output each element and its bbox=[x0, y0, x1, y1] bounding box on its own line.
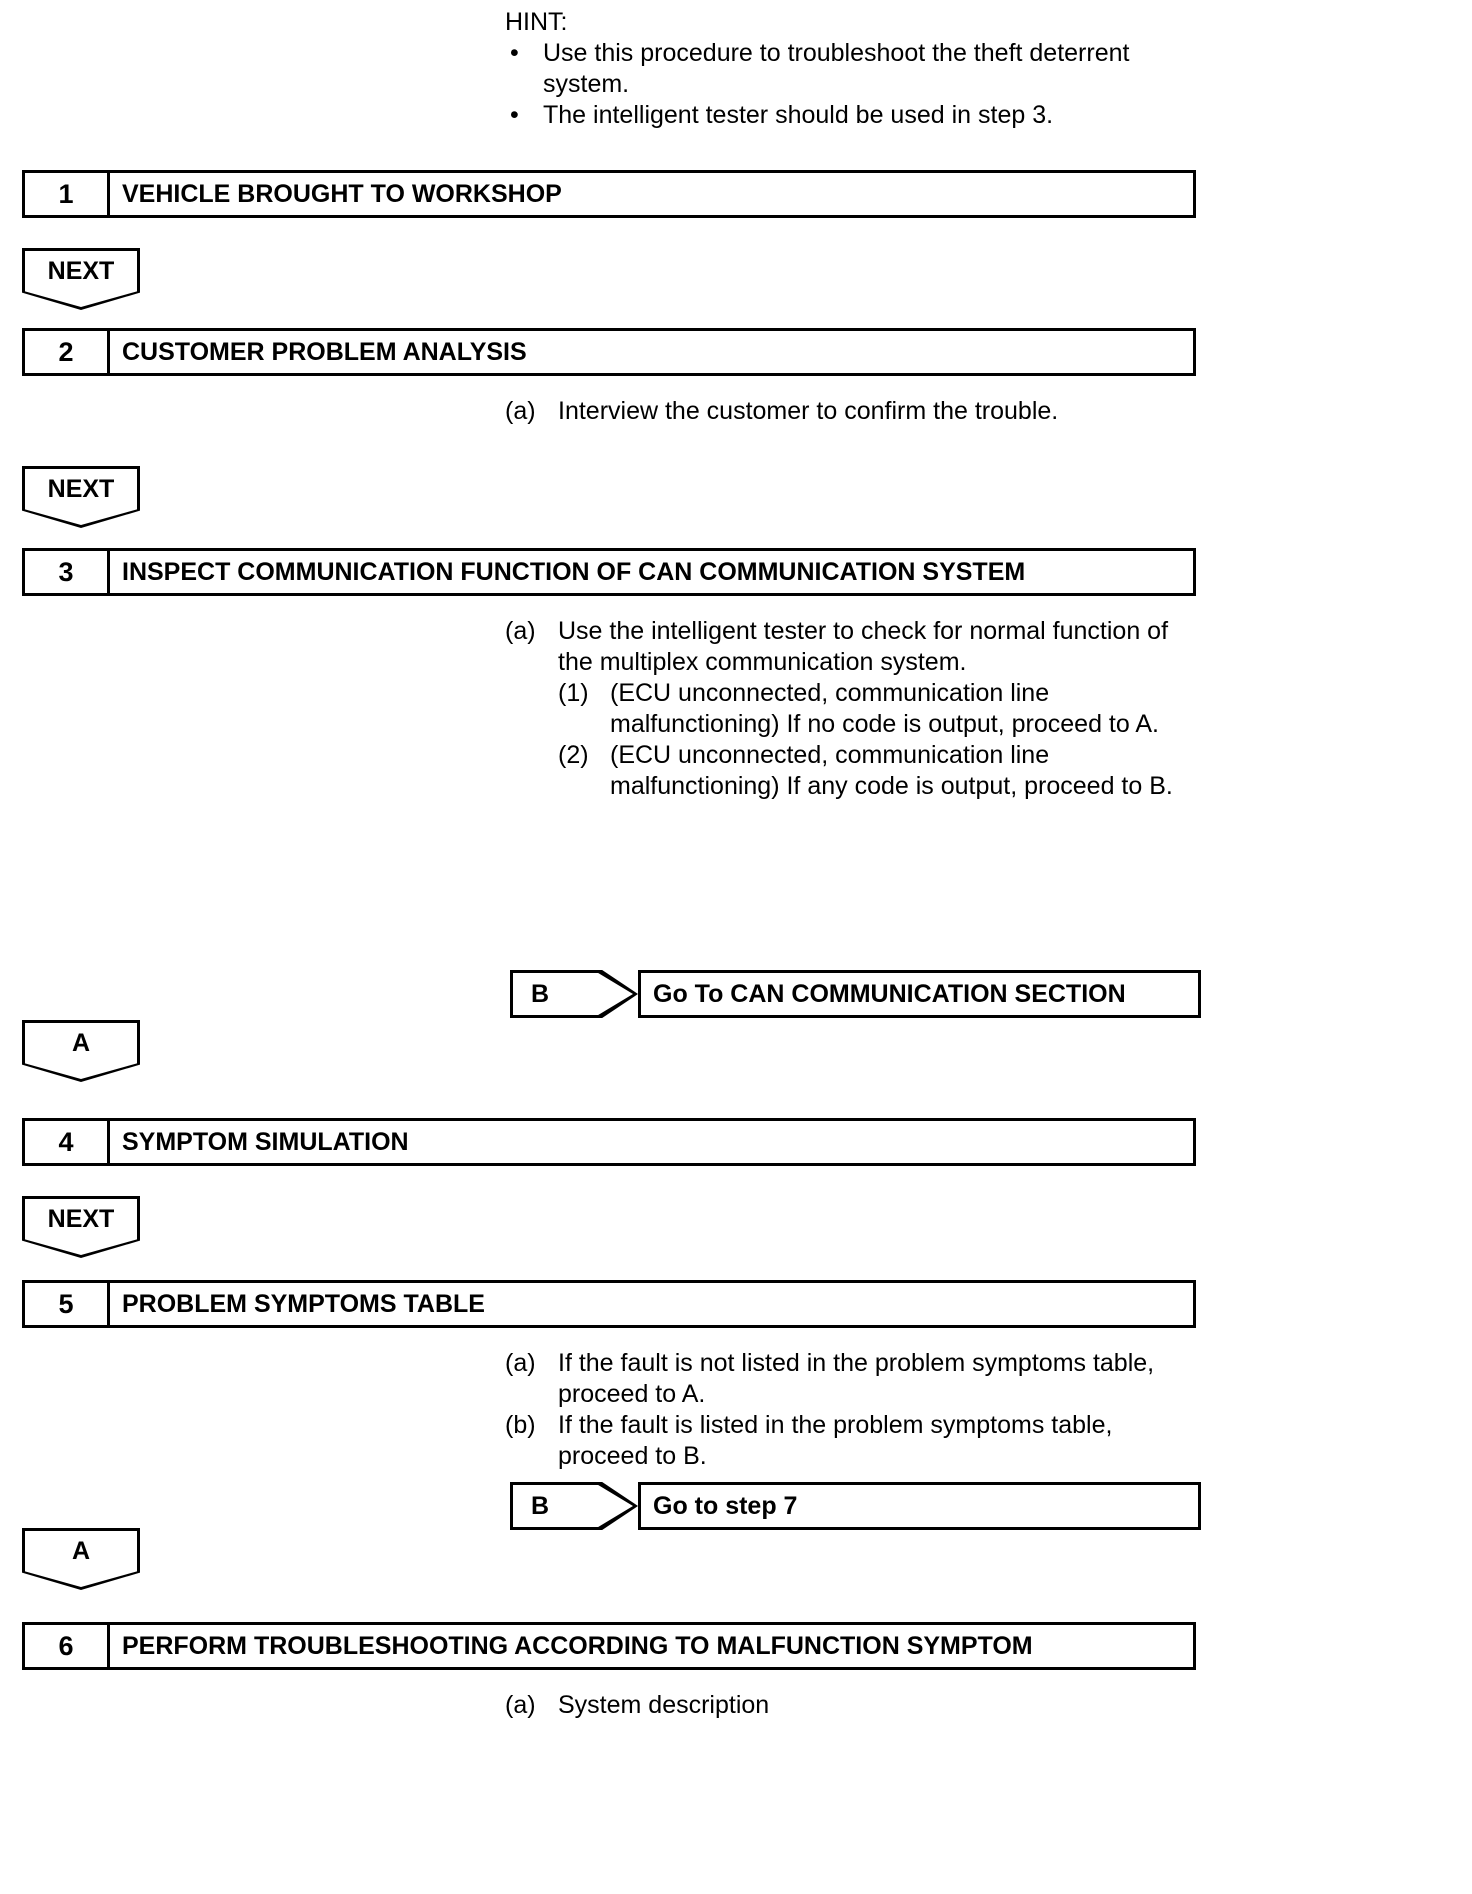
branch-b-step5: B Go to step 7 bbox=[510, 1482, 1201, 1530]
detail-text: Use the intelligent tester to check for … bbox=[558, 617, 1169, 676]
detail-subrow: (1) (ECU unconnected, communication line… bbox=[558, 678, 1195, 740]
connector-label: NEXT bbox=[47, 257, 115, 285]
step-box-1: 1 VEHICLE BROUGHT TO WORKSHOP bbox=[22, 170, 1196, 218]
branch-tag-arrow-icon: B bbox=[510, 1482, 638, 1530]
branch-tag-label: B bbox=[531, 1491, 550, 1520]
detail-row: (a) Interview the customer to confirm th… bbox=[505, 396, 1205, 427]
step-number: 4 bbox=[25, 1121, 110, 1163]
step-title: PERFORM TROUBLESHOOTING ACCORDING TO MAL… bbox=[122, 1631, 1033, 1660]
step-number: 2 bbox=[25, 331, 110, 373]
step-box-5: 5 PROBLEM SYMPTOMS TABLE bbox=[22, 1280, 1196, 1328]
step-3-details: (a) Use the intelligent tester to check … bbox=[505, 616, 1195, 802]
connector-next: NEXT bbox=[22, 466, 140, 528]
detail-row: (b) If the fault is listed in the proble… bbox=[505, 1410, 1195, 1472]
branch-b-step3: B Go To CAN COMMUNICATION SECTION bbox=[510, 970, 1201, 1018]
step-box-3: 3 INSPECT COMMUNICATION FUNCTION OF CAN … bbox=[22, 548, 1196, 596]
step-number: 1 bbox=[25, 173, 110, 215]
detail-label: (a) bbox=[505, 397, 536, 425]
connector-next: NEXT bbox=[22, 248, 140, 310]
step-title: PROBLEM SYMPTOMS TABLE bbox=[122, 1289, 485, 1318]
detail-row: (a) System description bbox=[505, 1690, 1195, 1721]
detail-label: (a) bbox=[505, 617, 536, 645]
branch-tag-arrow-icon: B bbox=[510, 970, 638, 1018]
step-6-details: (a) System description bbox=[505, 1690, 1195, 1721]
step-2-details: (a) Interview the customer to confirm th… bbox=[505, 396, 1205, 427]
step-box-6: 6 PERFORM TROUBLESHOOTING ACCORDING TO M… bbox=[22, 1622, 1196, 1670]
hint-title: HINT: bbox=[505, 8, 568, 36]
connector-label: A bbox=[71, 1537, 91, 1565]
connector-next: NEXT bbox=[22, 1196, 140, 1258]
step-5-details: (a) If the fault is not listed in the pr… bbox=[505, 1348, 1195, 1472]
detail-text: Interview the customer to confirm the tr… bbox=[558, 397, 1059, 425]
bullet-icon: • bbox=[510, 101, 519, 129]
detail-subrow: (2) (ECU unconnected, communication line… bbox=[558, 740, 1195, 802]
hint-list: • Use this procedure to troubleshoot the… bbox=[505, 38, 1205, 131]
hint-item: • Use this procedure to troubleshoot the… bbox=[505, 38, 1205, 100]
branch-target-box[interactable]: Go to step 7 bbox=[638, 1482, 1201, 1530]
connector-label: NEXT bbox=[47, 1205, 115, 1233]
step-title: SYMPTOM SIMULATION bbox=[122, 1127, 409, 1156]
branch-tag-label: B bbox=[531, 979, 550, 1008]
connector-label: A bbox=[71, 1029, 91, 1057]
step-number: 6 bbox=[25, 1625, 110, 1667]
step-number: 5 bbox=[25, 1283, 110, 1325]
detail-row: (a) If the fault is not listed in the pr… bbox=[505, 1348, 1195, 1410]
bullet-icon: • bbox=[510, 39, 519, 67]
connector-a: A bbox=[22, 1020, 140, 1082]
hint-block: HINT: • Use this procedure to troublesho… bbox=[505, 6, 1205, 131]
detail-row: (a) Use the intelligent tester to check … bbox=[505, 616, 1195, 678]
detail-label: (b) bbox=[505, 1411, 536, 1439]
step-title: VEHICLE BROUGHT TO WORKSHOP bbox=[122, 179, 562, 208]
connector-a: A bbox=[22, 1528, 140, 1590]
detail-text: If the fault is not listed in the proble… bbox=[558, 1349, 1155, 1408]
detail-subtext: (ECU unconnected, communication line mal… bbox=[610, 679, 1159, 738]
step-box-2: 2 CUSTOMER PROBLEM ANALYSIS bbox=[22, 328, 1196, 376]
branch-target-box[interactable]: Go To CAN COMMUNICATION SECTION bbox=[638, 970, 1201, 1018]
detail-label: (a) bbox=[505, 1691, 536, 1719]
step-title: CUSTOMER PROBLEM ANALYSIS bbox=[122, 337, 527, 366]
hint-item-text: The intelligent tester should be used in… bbox=[543, 101, 1054, 129]
step-box-4: 4 SYMPTOM SIMULATION bbox=[22, 1118, 1196, 1166]
connector-label: NEXT bbox=[47, 475, 115, 503]
step-title: INSPECT COMMUNICATION FUNCTION OF CAN CO… bbox=[122, 557, 1026, 586]
detail-label: (a) bbox=[505, 1349, 536, 1377]
detail-subtext: (ECU unconnected, communication line mal… bbox=[610, 741, 1173, 800]
hint-item: • The intelligent tester should be used … bbox=[505, 100, 1205, 131]
detail-text: System description bbox=[558, 1691, 770, 1719]
detail-text: If the fault is listed in the problem sy… bbox=[558, 1411, 1113, 1470]
hint-item-text: Use this procedure to troubleshoot the t… bbox=[543, 39, 1130, 98]
detail-sublabel: (1) bbox=[558, 679, 589, 707]
detail-sublabel: (2) bbox=[558, 741, 589, 769]
step-number: 3 bbox=[25, 551, 110, 593]
